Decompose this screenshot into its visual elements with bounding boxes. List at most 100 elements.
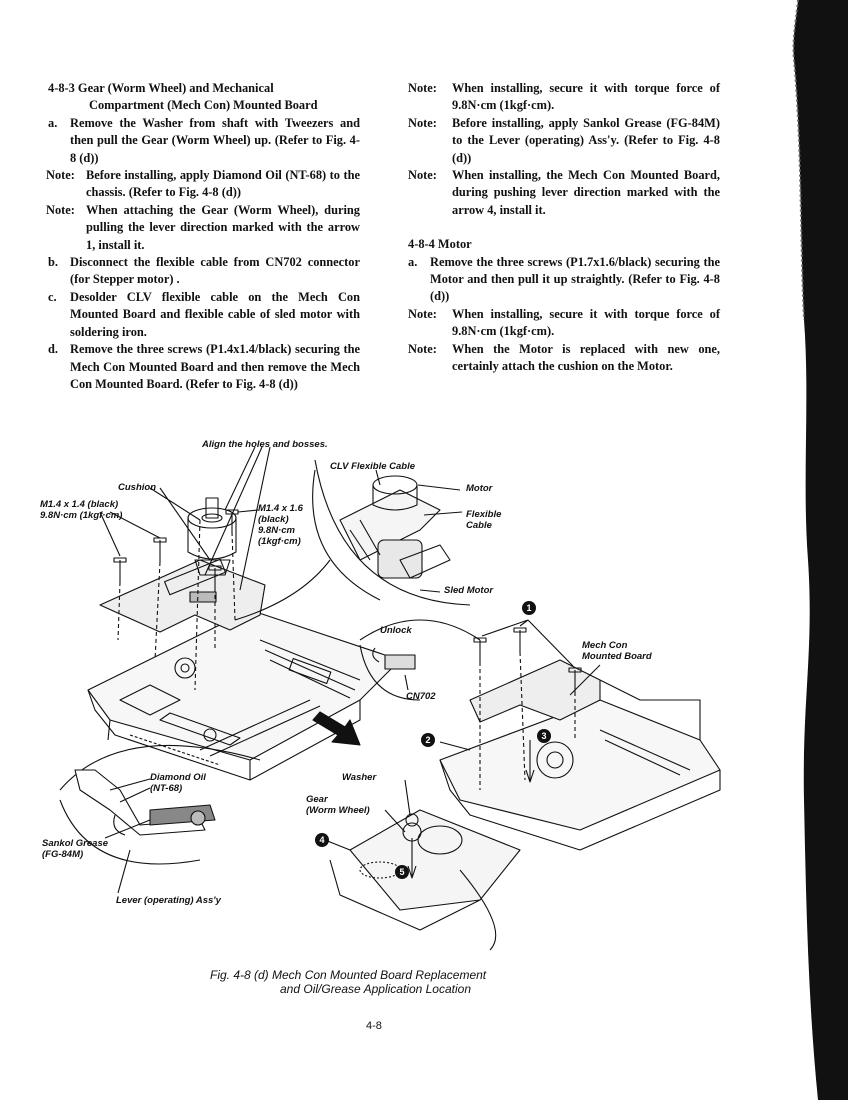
callout-label: 3 <box>541 731 546 741</box>
callout-5 <box>395 865 409 879</box>
edge-fragment: No <box>832 397 847 411</box>
callout-label: 5 <box>399 867 404 877</box>
section-heading-4-8-3: 4-8-3 Gear (Worm Wheel) and Mechanical C… <box>48 80 360 115</box>
note-gear-attach: Note: When attaching the Gear (Worm Wheel… <box>46 202 360 254</box>
callout-1 <box>522 601 536 615</box>
note-marker: Note: <box>46 202 75 217</box>
note-marker: Note: <box>408 81 437 95</box>
callout-4 <box>315 833 329 847</box>
callout-2 <box>421 733 435 747</box>
caption-line-1: Fig. 4-8 (d) Mech Con Mounted Board Repl… <box>210 968 487 982</box>
big-arrow <box>312 711 361 746</box>
label-diamond-oil-2: (NT-68) <box>150 783 183 794</box>
note-marker: Note: <box>408 306 437 321</box>
callout-label: 1 <box>526 603 531 613</box>
label-screw-left-2: 9.8N·cm (1kgf·cm) <box>40 510 123 521</box>
label-align: Align the holes and bosses. <box>202 439 328 450</box>
note-marker: Note: <box>408 341 437 356</box>
label-screw-right-3: 9.8N·cm <box>258 525 295 536</box>
callout-label: 2 <box>425 735 430 745</box>
label-motor: Motor <box>466 483 493 494</box>
mech-con-board-exploded <box>99 558 266 633</box>
main-chassis-drawing <box>87 609 401 781</box>
label-cn702: CN702 <box>406 691 436 702</box>
label-flexible-cable-2: Cable <box>466 520 492 531</box>
label-screw-right-2: (black) <box>258 514 289 525</box>
note-marker: Note: <box>408 115 437 130</box>
note-diamond-oil: Note: Before installing, apply Diamond Oi… <box>46 167 360 202</box>
motor-step-a: a. Remove the three screws (P1.7x1.6/blac… <box>408 254 720 306</box>
lever-inset <box>59 744 261 894</box>
label-sankol-2: (FG-84M) <box>42 849 84 860</box>
heading-line-2: Compartment (Mech Con) Mounted Board <box>89 98 318 113</box>
step-c: c. Desolder CLV flexible cable on the Mec… <box>48 289 360 341</box>
step-marker: d. <box>48 342 58 357</box>
heading-line-1: 4-8-3 Gear (Worm Wheel) and Mechanical <box>48 81 274 95</box>
figure-caption: Fig. 4-8 (d) Mech Con Mounted Board Repl… <box>210 968 610 996</box>
callout-markers: 1 2 3 4 5 <box>315 601 551 879</box>
label-mech-con-1: Mech Con <box>582 640 628 651</box>
step-marker: a. <box>408 254 418 269</box>
callout-3 <box>537 729 551 743</box>
label-diamond-oil-1: Diamond Oil <box>150 772 206 783</box>
label-cushion: Cushion <box>118 482 156 493</box>
label-gear-2: (Worm Wheel) <box>306 805 370 816</box>
step-b: b. Disconnect the flexible cable from CN7… <box>48 254 360 289</box>
note-mech-con-install: Note: When installing, the Mech Con Mount… <box>408 167 720 219</box>
note-sankol-grease: Note: Before installing, apply Sankol Gre… <box>408 115 720 167</box>
note-text: When installing, secure it with torque f… <box>452 306 720 339</box>
step-text: Desolder CLV flexible cable on the Mech … <box>70 289 360 339</box>
callout-label: 4 <box>319 835 324 845</box>
note-text: When installing, secure it with torque f… <box>452 81 720 113</box>
page-number: 4-8 <box>366 1020 382 1032</box>
step-marker: c. <box>48 289 57 304</box>
note-text: Before installing, apply Diamond Oil (NT… <box>86 168 360 200</box>
note-text: Before installing, apply Sankol Grease (… <box>452 115 720 165</box>
label-screw-right-4: (1kgf·cm) <box>258 536 301 547</box>
label-flexible-cable-1: Flexible <box>466 509 502 520</box>
note-marker: Note: <box>408 168 437 183</box>
label-sled-motor: Sled Motor <box>444 585 494 596</box>
label-mech-con-2: Mounted Board <box>582 651 652 662</box>
section-heading-4-8-4: 4-8-4 Motor <box>408 237 472 252</box>
step-text: Remove the three screws (P1.7x1.6/black)… <box>430 254 720 304</box>
label-sankol-1: Sankol Grease <box>42 838 109 849</box>
binding-edge <box>792 0 848 1100</box>
step-text: Disconnect the flexible cable from CN702… <box>70 255 360 287</box>
leader-lines <box>99 446 271 591</box>
edge-fragment: N <box>840 186 848 200</box>
left-column: 4-8-3 Gear (Worm Wheel) and Mechanical C… <box>46 80 360 393</box>
label-screw-left-1: M1.4 x 1.4 (black) <box>40 499 119 510</box>
label-clv-cable: CLV Flexible Cable <box>330 461 415 472</box>
edge-fragment: a <box>844 122 848 136</box>
gear-inset <box>324 779 521 951</box>
step-text: Remove the three screws (P1.4x1.4/black)… <box>70 342 360 391</box>
note-motor-torque: Note: When installing, secure it with tor… <box>408 306 720 341</box>
step-marker: a. <box>48 115 58 130</box>
note-torque: Note: When installing, secure it with tor… <box>408 80 720 115</box>
edge-fragment: N <box>836 277 845 291</box>
right-column: Note: When installing, secure it with tor… <box>408 80 720 376</box>
step-text: Remove the Washer from shaft with Tweeze… <box>70 115 360 165</box>
label-screw-right-1: M1.4 x 1.6 <box>258 503 303 514</box>
step-d: d. Remove the three screws (P1.4x1.4/blac… <box>48 341 360 393</box>
unlock-inset <box>359 619 481 701</box>
note-text: When attaching the Gear (Worm Wheel), du… <box>86 202 360 252</box>
step-a: a. Remove the Washer from shaft with Twee… <box>48 115 360 167</box>
edge-fragment: b <box>840 222 847 236</box>
caption-line-2: and Oil/Grease Application Location <box>280 982 472 996</box>
note-text: When installing, the Mech Con Mounted Bo… <box>452 168 720 217</box>
note-marker: Note: <box>46 168 75 183</box>
label-gear-1: Gear <box>306 794 328 805</box>
label-lever: Lever (operating) Ass'y <box>116 895 221 906</box>
screws <box>113 509 239 588</box>
edge-fragment: c. <box>834 340 843 354</box>
right-assembly-drawing <box>439 619 721 851</box>
note-text: When the Motor is replaced with new one,… <box>452 341 720 374</box>
step-marker: b. <box>48 255 58 270</box>
note-motor-cushion: Note: When the Motor is replaced with new… <box>408 341 720 376</box>
guide-lines <box>117 519 236 691</box>
label-unlock: Unlock <box>380 625 412 636</box>
